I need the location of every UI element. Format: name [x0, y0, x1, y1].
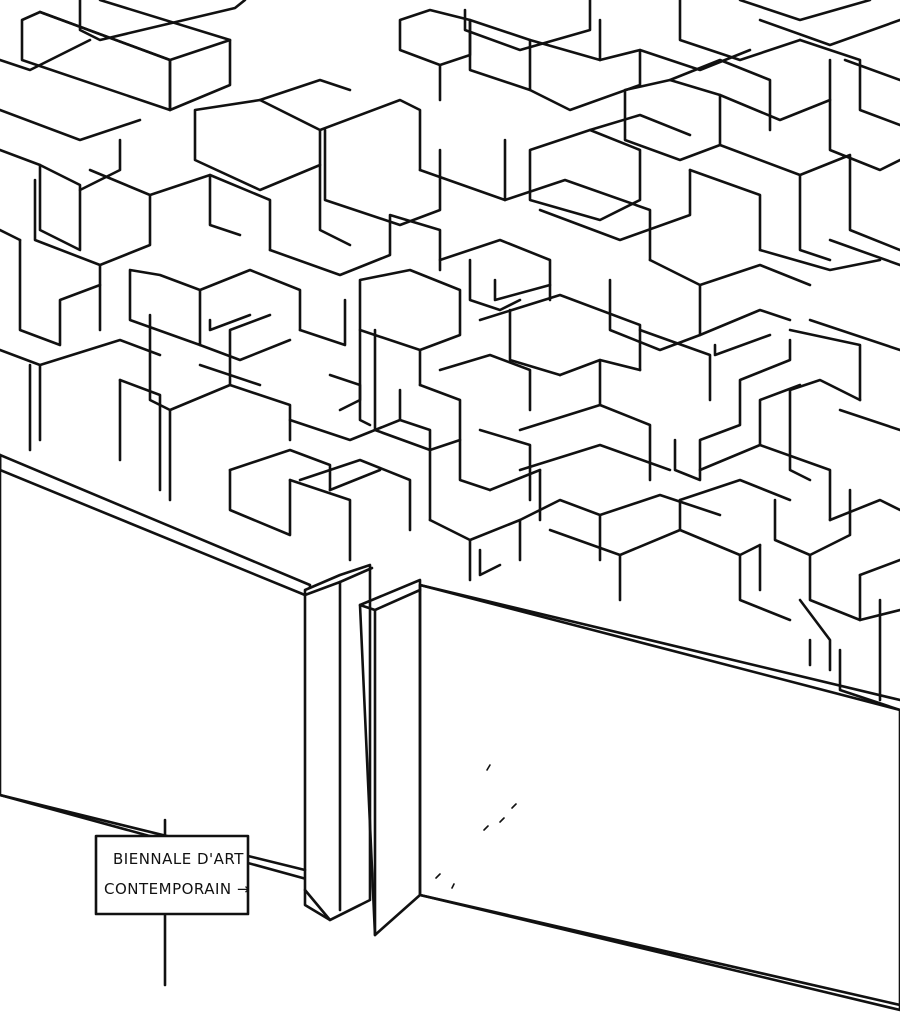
sign: BIENNALE D'ART CONTEMPORAIN →: [94, 818, 250, 987]
sign-board: [94, 834, 250, 916]
sign-line-1: BIENNALE D'ART: [113, 850, 244, 868]
sign-line-2: CONTEMPORAIN →: [104, 880, 250, 898]
maze-walls-far: [0, 0, 900, 712]
maze-walls-near: [0, 453, 900, 1012]
